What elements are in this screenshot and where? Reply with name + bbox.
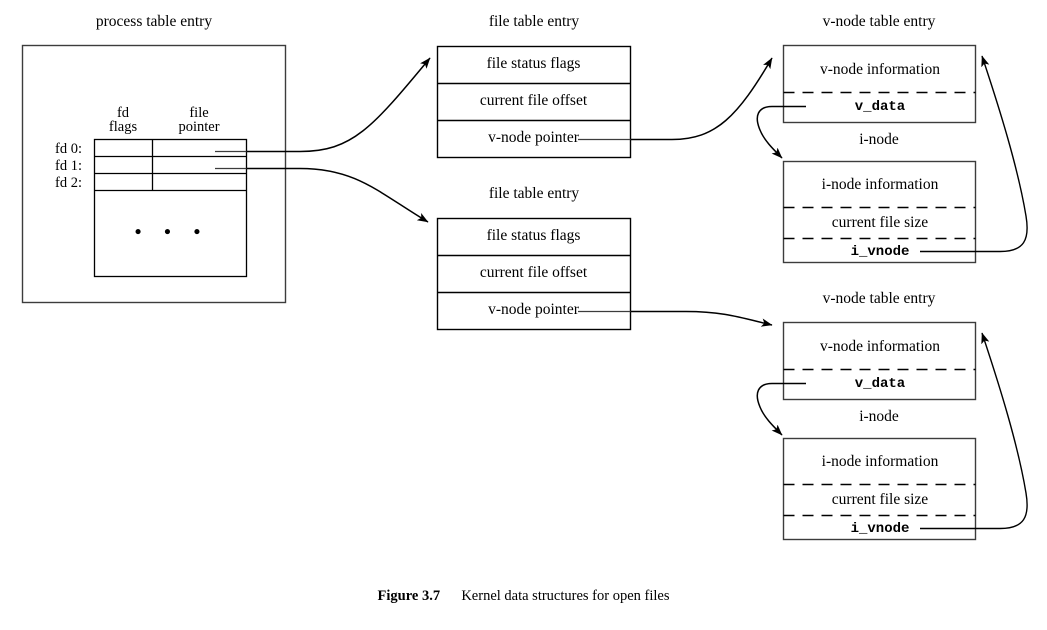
arrow-filetable2-to-vnode2 xyxy=(630,310,773,327)
inode-1-field-current-file-size: current file size xyxy=(831,214,929,231)
figure-caption: Figure 3.7 Kernel data structures for op… xyxy=(0,588,1047,605)
arrow-ivnode-to-vnode-1 xyxy=(920,55,1028,253)
fd-table-continuation-dots: • • • xyxy=(134,222,210,243)
fd-row-label-1: fd 1: xyxy=(55,158,82,174)
column-header-fd-flags-line1: fd xyxy=(116,105,130,121)
vnode-table-1-field-information: v-node information xyxy=(819,61,941,78)
figure-caption-text: Kernel data structures for open files xyxy=(461,588,670,604)
inode-2-field-current-file-size: current file size xyxy=(831,491,929,508)
inode-1-field-information: i-node information xyxy=(821,176,939,193)
fd-row-label-0: fd 0: xyxy=(55,141,82,157)
inode-1-field-i-vnode: i_vnode xyxy=(850,244,910,260)
file-table-1-grid xyxy=(436,45,632,159)
column-header-file-pointer-line2: pointer xyxy=(178,119,220,135)
vnode-table-2-grid xyxy=(782,321,977,401)
process-table-outer-box xyxy=(21,44,287,304)
file-table-2-grid xyxy=(436,217,632,331)
inode-1-grid xyxy=(782,160,977,264)
arrow-fd0-to-filetable1 xyxy=(246,57,431,153)
vnode-table-2-title: v-node table entry xyxy=(822,290,936,307)
file-table-1-field-vnode-pointer: v-node pointer xyxy=(488,129,579,146)
file-table-2-field-current-offset: current file offset xyxy=(479,264,588,281)
vnode-table-1-grid xyxy=(782,44,977,124)
file-table-2-title: file table entry xyxy=(488,185,580,202)
file-table-1-field-status-flags: file status flags xyxy=(486,55,581,72)
inode-2-field-information: i-node information xyxy=(821,453,939,470)
column-header-fd-flags-line2: flags xyxy=(108,119,138,135)
vnode-table-1-field-v-data: v_data xyxy=(854,99,906,115)
file-table-1-title: file table entry xyxy=(488,13,580,30)
file-table-2-field-status-flags: file status flags xyxy=(486,227,581,244)
file-table-1-field-current-offset: current file offset xyxy=(479,92,588,109)
file-table-2-field-vnode-pointer: v-node pointer xyxy=(488,301,579,318)
fd-row-label-2: fd 2: xyxy=(55,175,82,191)
inode-2-field-i-vnode: i_vnode xyxy=(850,521,910,537)
inode-1-title: i-node xyxy=(859,131,899,148)
arrow-filetable1-to-vnode1 xyxy=(630,57,773,141)
vnode-table-2-field-v-data: v_data xyxy=(854,376,906,392)
inode-2-title: i-node xyxy=(859,408,899,425)
figure-number: Figure 3.7 xyxy=(377,588,441,604)
fd-table-grid xyxy=(93,138,248,278)
column-header-file-pointer-line1: file xyxy=(189,105,209,121)
vnode-table-1-title: v-node table entry xyxy=(822,13,936,30)
inode-2-grid xyxy=(782,437,977,541)
arrow-vdata-to-inode-1 xyxy=(756,105,806,159)
process-table-title: process table entry xyxy=(95,13,213,30)
fd-pointer-stubs xyxy=(215,150,247,170)
arrow-fd1-to-filetable2 xyxy=(246,167,429,223)
arrow-ivnode-to-vnode-2 xyxy=(920,332,1028,530)
arrow-vdata-to-inode-2 xyxy=(756,382,806,436)
vnode-table-2-field-information: v-node information xyxy=(819,338,941,355)
